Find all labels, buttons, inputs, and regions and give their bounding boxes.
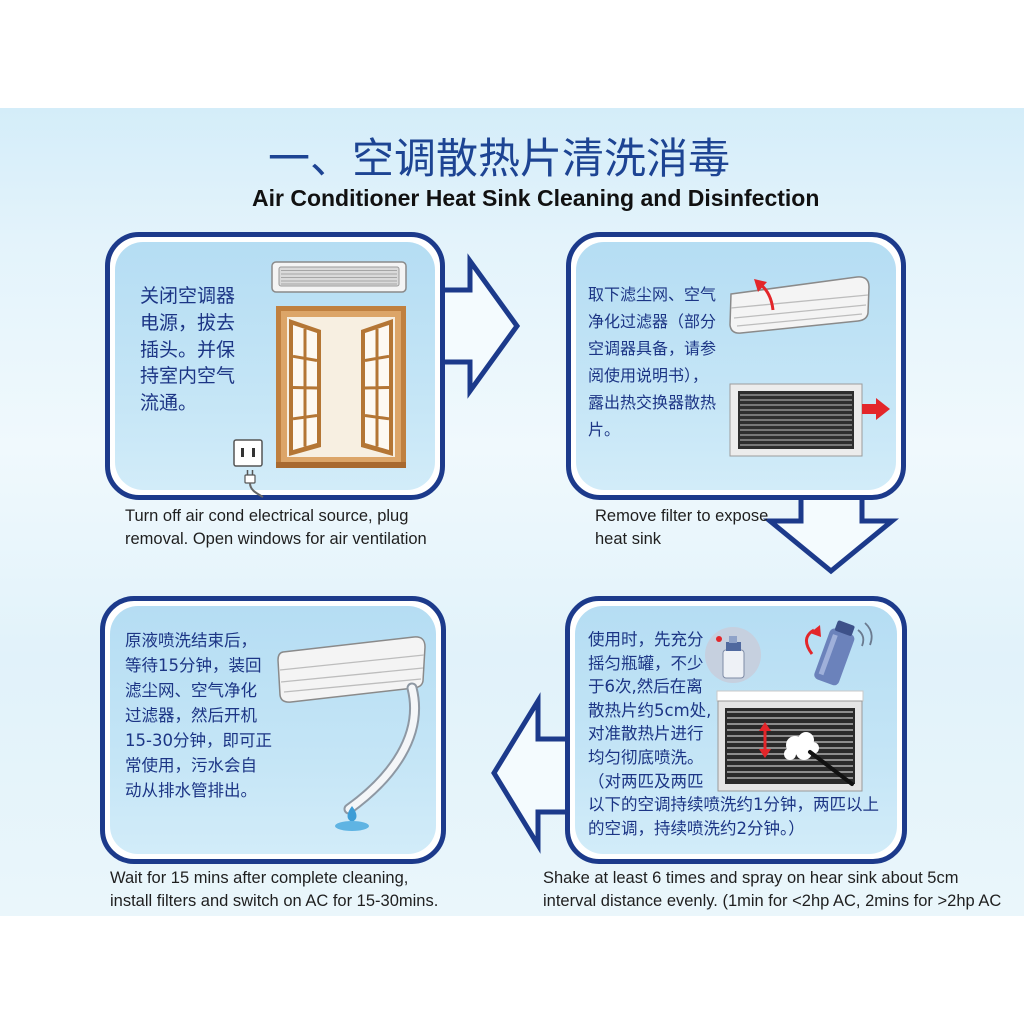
page-subtitle: Air Conditioner Heat Sink Cleaning and D… — [252, 185, 820, 211]
step-1-instructions: 关闭空调器 电源，拔去 插头。并保 持室内空气 流通。 — [140, 285, 236, 415]
step-1-caption: Turn off air cond electrical source, plu… — [125, 507, 427, 548]
step-2-instructions: 取下滤尘网、空气 净化过滤器（部分 空调器具备，请参 阅使用说明书）， 露出热交… — [588, 285, 717, 439]
step-2-caption: Remove filter to expose heat sink — [595, 507, 769, 548]
step-3-caption: Shake at least 6 times and spray on hear… — [543, 869, 1002, 910]
step-4-instructions: 原液喷洗结束后， 等待15分钟，装回 滤尘网、空气净化 过滤器，然后开机 15-… — [125, 631, 272, 800]
step-3-instructions: 使用时，先充分 摇匀瓶罐，不少 于6次,然后在离 散热片约5cm处, 对准散热片… — [588, 630, 879, 838]
page-title: 一、空调散热片清洗消毒 — [268, 134, 731, 183]
step-4-caption: Wait for 15 mins after complete cleaning… — [110, 869, 439, 910]
